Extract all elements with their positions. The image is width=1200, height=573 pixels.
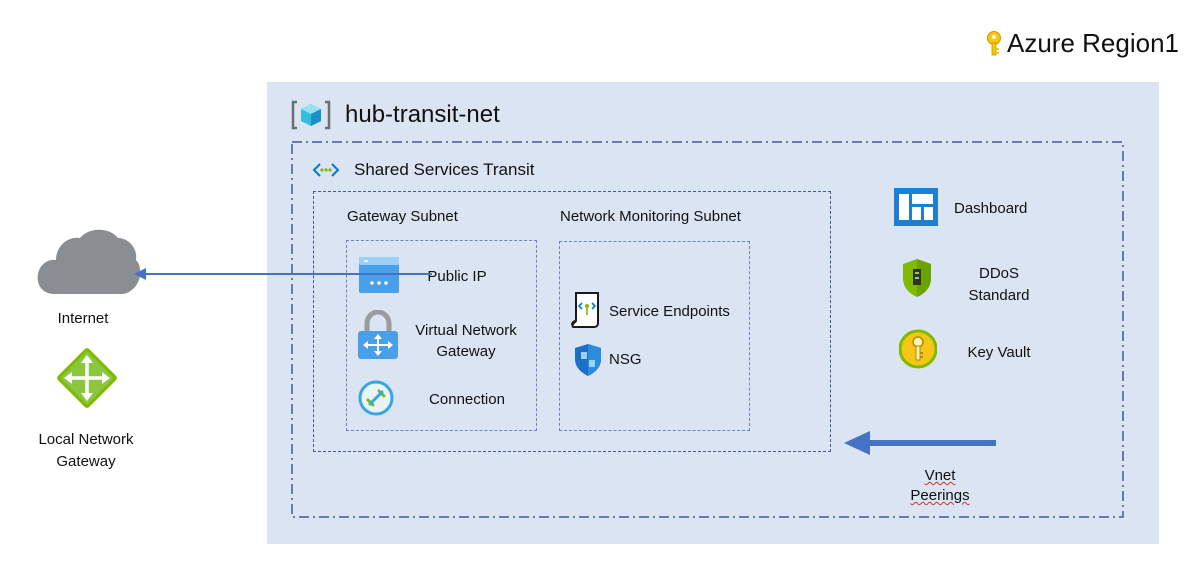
monitoring-subnet-title: Network Monitoring Subnet [560,208,741,225]
key-vault-icon [899,329,937,369]
connection-icon [358,380,394,416]
region-name: Azure Region1 [1007,28,1179,58]
dashboard-icon [894,188,938,226]
dashboard-label: Dashboard [954,200,1028,217]
key-icon [987,30,1001,55]
vnet-peerings-label: Vnet Peerings [890,466,990,506]
cloud-icon [37,229,141,294]
vnet-peering-icon [312,163,340,177]
vnet-peerings-text: Vnet Peerings [910,467,970,504]
transit-border [291,141,1124,518]
vnet-container [267,82,1159,544]
vnet-gateway-label: Virtual Network Gateway [415,322,517,360]
ddos-shield-icon [903,259,931,297]
local-network-gateway-icon [57,348,117,408]
local-gateway-label: Local Network Gateway [38,431,134,470]
service-endpoints-label: Service Endpoints [609,303,730,320]
nsg-label: NSG [609,351,642,368]
vnet-peering-arrow [844,431,996,455]
internet-label: Internet [57,310,109,327]
transit-title: Shared Services Transit [312,160,534,180]
transit-name: Shared Services Transit [354,160,535,179]
service-endpoint-icon [571,292,599,328]
gateway-subnet-box [346,240,537,431]
ddos-label: DDoS Standard [968,265,1030,304]
subnets-container [313,191,831,452]
region-label: Azure Region1 [985,28,1179,59]
vnet-name: hub-transit-net [345,101,500,128]
vnet-title: hub-transit-net [291,100,500,130]
monitoring-subnet-box [559,241,750,431]
connection-label: Connection [429,391,505,408]
virtual-network-cube-icon [291,100,331,130]
gateway-subnet-title: Gateway Subnet [347,208,458,225]
internet-connection-arrow [134,268,432,280]
public-ip-label: Public IP [427,268,487,285]
nsg-shield-icon [575,344,601,376]
key-vault-label: Key Vault [967,344,1031,361]
vpn-gateway-lock-icon [358,310,398,359]
